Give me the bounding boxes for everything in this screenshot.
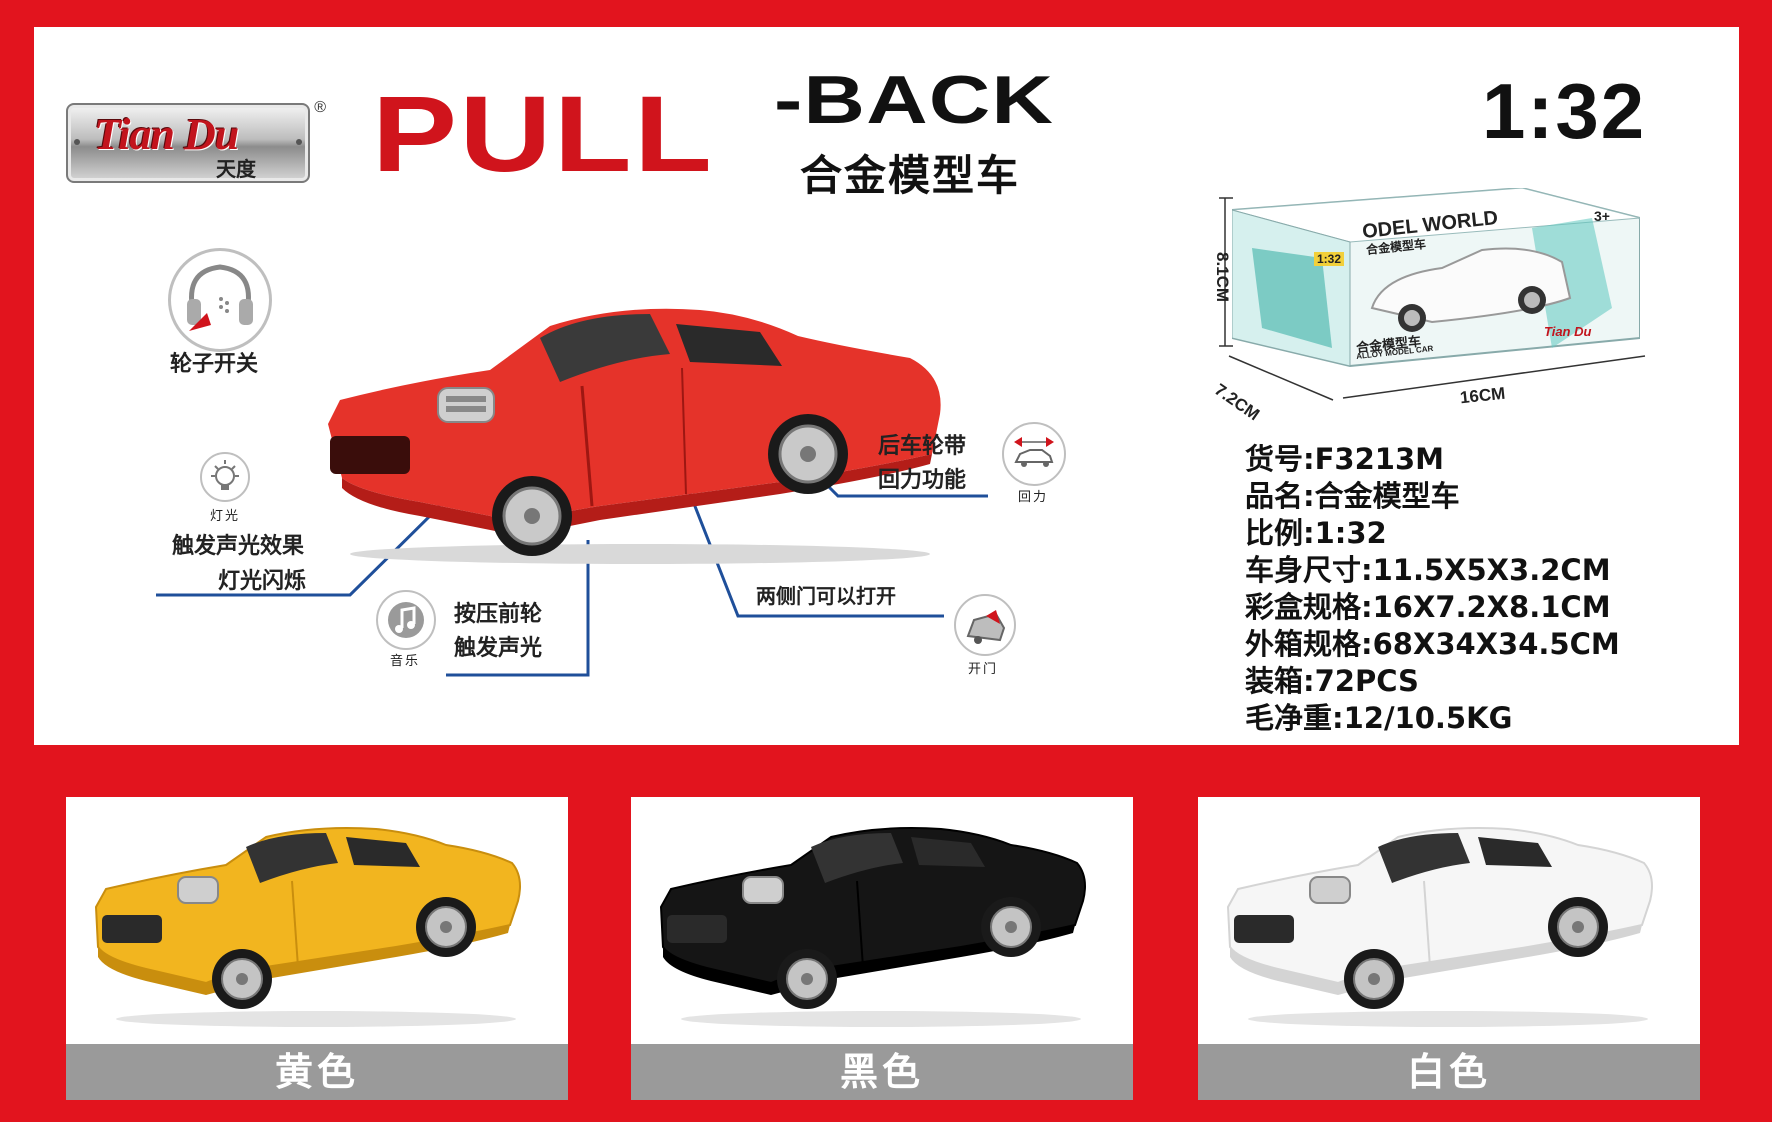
spec-item: 毛净重:12/10.5KG: [1245, 701, 1513, 735]
door-icon-caption: 开门: [968, 662, 999, 677]
car-windshield: [540, 314, 670, 382]
spec-item: 品名:合金模型车: [1245, 479, 1460, 513]
car-hood-scoop: [1309, 876, 1351, 904]
brand-logo: Tian Du 天度 ®: [66, 99, 326, 183]
logo-plate: [66, 103, 310, 183]
wheel-switch-label: 轮子开关: [170, 352, 259, 377]
spec-item: 货号:F3213M: [1245, 442, 1444, 476]
spec-list: 货号:F3213M 品名:合金模型车 比例:1:32 车身尺寸:11.5X5X3…: [1245, 441, 1620, 737]
registered-mark: ®: [314, 99, 326, 116]
pullback-icon-caption: 回力: [1018, 490, 1049, 505]
pullback-line-2: 回力功能: [878, 468, 967, 493]
doors-label: 两侧门可以打开: [756, 584, 896, 608]
car-rear-wheel: [416, 897, 476, 957]
spec-item: 彩盒规格:16X7.2X8.1CM: [1245, 590, 1611, 624]
callout-line-press: [446, 540, 590, 677]
car-grille: [330, 436, 410, 474]
title-back: -BACK: [774, 62, 1055, 138]
car-front-wheel: [492, 476, 572, 556]
brand-name-en: Tian Du: [94, 110, 239, 159]
car-hood-scoop: [437, 387, 495, 423]
car-hood-scoop: [177, 876, 219, 904]
title-subtitle: 合金模型车: [800, 151, 1021, 200]
open-door-icon: [954, 594, 1016, 656]
variant-card-white: 白色: [1198, 797, 1700, 1100]
variant-car-image: [1226, 827, 1653, 1027]
music-icon-caption: 音乐: [390, 654, 421, 669]
car-windshield: [246, 833, 338, 883]
car-front-wheel: [212, 949, 272, 1009]
pullback-car-icon: [1002, 422, 1066, 486]
light-line-1: 触发声光效果: [172, 534, 305, 559]
box-print-age: 3+: [1594, 208, 1610, 224]
car-windshield: [811, 833, 903, 883]
spec-item: 外箱规格:68X34X34.5CM: [1245, 627, 1620, 661]
variant-car-image: [659, 827, 1086, 1027]
pullback-line-1: 后车轮带: [878, 434, 967, 459]
product-box-image: ODEL WORLD 合金模型车 3+ 1:32 Tian Du 合金模型车 A…: [1231, 186, 1641, 368]
light-icon-caption: 灯光: [210, 509, 241, 524]
brand-name-cn: 天度: [216, 157, 256, 181]
callout-line-doors: [678, 467, 944, 618]
main-car-image: [328, 308, 941, 564]
title-pull: PULL: [372, 73, 715, 194]
spec-item: 比例:1:32: [1245, 516, 1387, 550]
scale-label: 1:32: [1482, 67, 1647, 155]
variant-card-yellow: 黄色: [66, 797, 568, 1100]
variant-card-black: 黑色: [631, 797, 1133, 1100]
callout-line-lights: [156, 504, 442, 597]
variant-label: 黄色: [66, 1044, 568, 1100]
car-front-wheel: [1344, 949, 1404, 1009]
variant-car-image: [94, 827, 521, 1027]
light-bulb-icon: [200, 452, 250, 502]
press-line-1: 按压前轮: [454, 602, 543, 627]
logo-dot: [296, 139, 302, 145]
car-hood-scoop: [742, 876, 784, 904]
car-rear-wheel: [768, 414, 848, 494]
music-note-icon: [376, 590, 436, 650]
variant-label: 黑色: [631, 1044, 1133, 1100]
light-line-2: 灯光闪烁: [218, 569, 307, 594]
variant-label: 白色: [1198, 1044, 1700, 1100]
car-rear-wheel: [981, 897, 1041, 957]
box-height-label: 8.1CM: [1213, 252, 1232, 303]
car-front-wheel: [777, 949, 837, 1009]
press-line-2: 触发声光: [454, 636, 543, 661]
box-print-scale: 1:32: [1314, 252, 1345, 266]
car-rear-wheel: [1548, 897, 1608, 957]
logo-dot: [74, 139, 80, 145]
spec-item: 车身尺寸:11.5X5X3.2CM: [1245, 553, 1611, 587]
car-windshield: [1378, 833, 1470, 883]
wheel-switch-icon: [168, 248, 272, 352]
box-dimension-lines: [1219, 197, 1646, 401]
box-print-logo: Tian Du: [1544, 324, 1592, 339]
spec-item: 装箱:72PCS: [1245, 664, 1419, 698]
